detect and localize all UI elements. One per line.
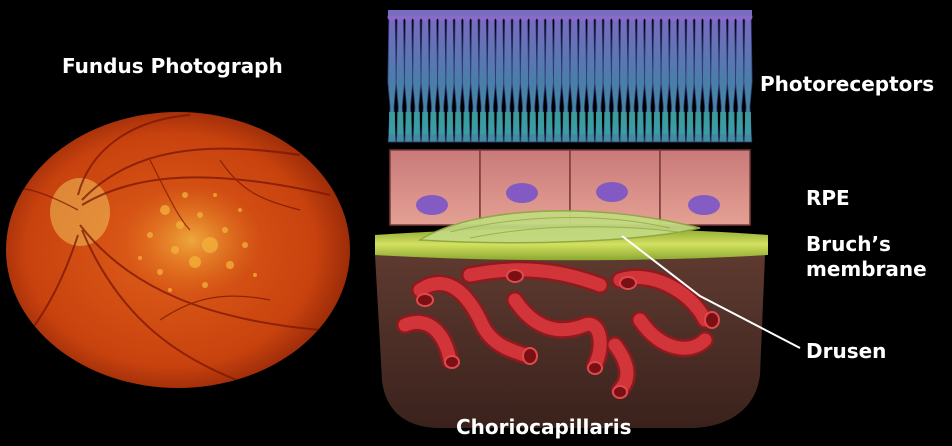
photoreceptors-label: Photoreceptors <box>760 72 934 97</box>
photoreceptor-inner-segment <box>513 112 519 134</box>
photoreceptor-inner-segment <box>447 112 453 134</box>
photoreceptor-layer <box>388 10 753 142</box>
photoreceptor-inner-segment <box>406 112 412 134</box>
photoreceptor-inner-segment <box>604 112 610 134</box>
photoreceptor-inner-segment <box>472 112 478 134</box>
bruchs-membrane-label-line2: membrane <box>806 257 927 282</box>
photoreceptor-outer-band <box>388 10 752 16</box>
photoreceptor-inner-segment <box>521 112 527 134</box>
photoreceptor-inner-segment <box>720 112 726 134</box>
photoreceptor-inner-segment <box>613 112 619 134</box>
photoreceptor-inner-segment <box>745 112 751 134</box>
photoreceptor-inner-segment <box>538 112 544 134</box>
photoreceptor-inner-segment <box>546 112 552 134</box>
photoreceptor-inner-segment <box>422 112 428 134</box>
photoreceptor-inner-segment <box>588 112 594 134</box>
bruchs-membrane-label: Bruch’s membrane <box>806 232 927 282</box>
bruchs-membrane-label-line1: Bruch’s <box>806 232 927 257</box>
rpe-label: RPE <box>806 186 850 211</box>
photoreceptor-inner-segment <box>704 112 710 134</box>
photoreceptor-inner-segment <box>497 112 503 134</box>
fundus-photograph <box>5 112 350 388</box>
photoreceptor-inner-segment <box>414 112 420 134</box>
fundus-photograph-label: Fundus Photograph <box>62 54 283 79</box>
photoreceptor-inner-segment <box>397 112 403 134</box>
photoreceptor-inner-segment <box>480 112 486 134</box>
photoreceptor-inner-segment <box>571 112 577 134</box>
photoreceptor-inner-segment <box>728 112 734 134</box>
photoreceptor-inner-segment <box>629 112 635 134</box>
photoreceptor-inner-segment <box>646 112 652 134</box>
photoreceptor-inner-segment <box>737 112 743 134</box>
photoreceptor-inner-segment <box>662 112 668 134</box>
photoreceptor-inner-segment <box>637 112 643 134</box>
photoreceptor-inner-segment <box>621 112 627 134</box>
photoreceptor-inner-segment <box>596 112 602 134</box>
photoreceptor-inner-segment <box>654 112 660 134</box>
photoreceptor-inner-segment <box>679 112 685 134</box>
photoreceptor-inner-segment <box>439 112 445 134</box>
drusen-label: Drusen <box>806 339 886 364</box>
photoreceptor-inner-segment <box>670 112 676 134</box>
photoreceptor-inner-segment <box>579 112 585 134</box>
photoreceptor-inner-segment <box>389 112 395 134</box>
photoreceptor-inner-segment <box>505 112 511 134</box>
photoreceptor-inner-segment <box>430 112 436 134</box>
photoreceptor-inner-segment <box>555 112 561 134</box>
photoreceptor-inner-segment <box>530 112 536 134</box>
choriocapillaris-label: Choriocapillaris <box>456 415 631 440</box>
photoreceptor-inner-segment <box>712 112 718 134</box>
photoreceptor-inner-segment <box>563 112 569 134</box>
photoreceptor-inner-segment <box>455 112 461 134</box>
photoreceptor-inner-segment <box>488 112 494 134</box>
photoreceptor-inner-segment <box>687 112 693 134</box>
photoreceptor-inner-segment <box>695 112 701 134</box>
photoreceptor-inner-segment <box>464 112 470 134</box>
